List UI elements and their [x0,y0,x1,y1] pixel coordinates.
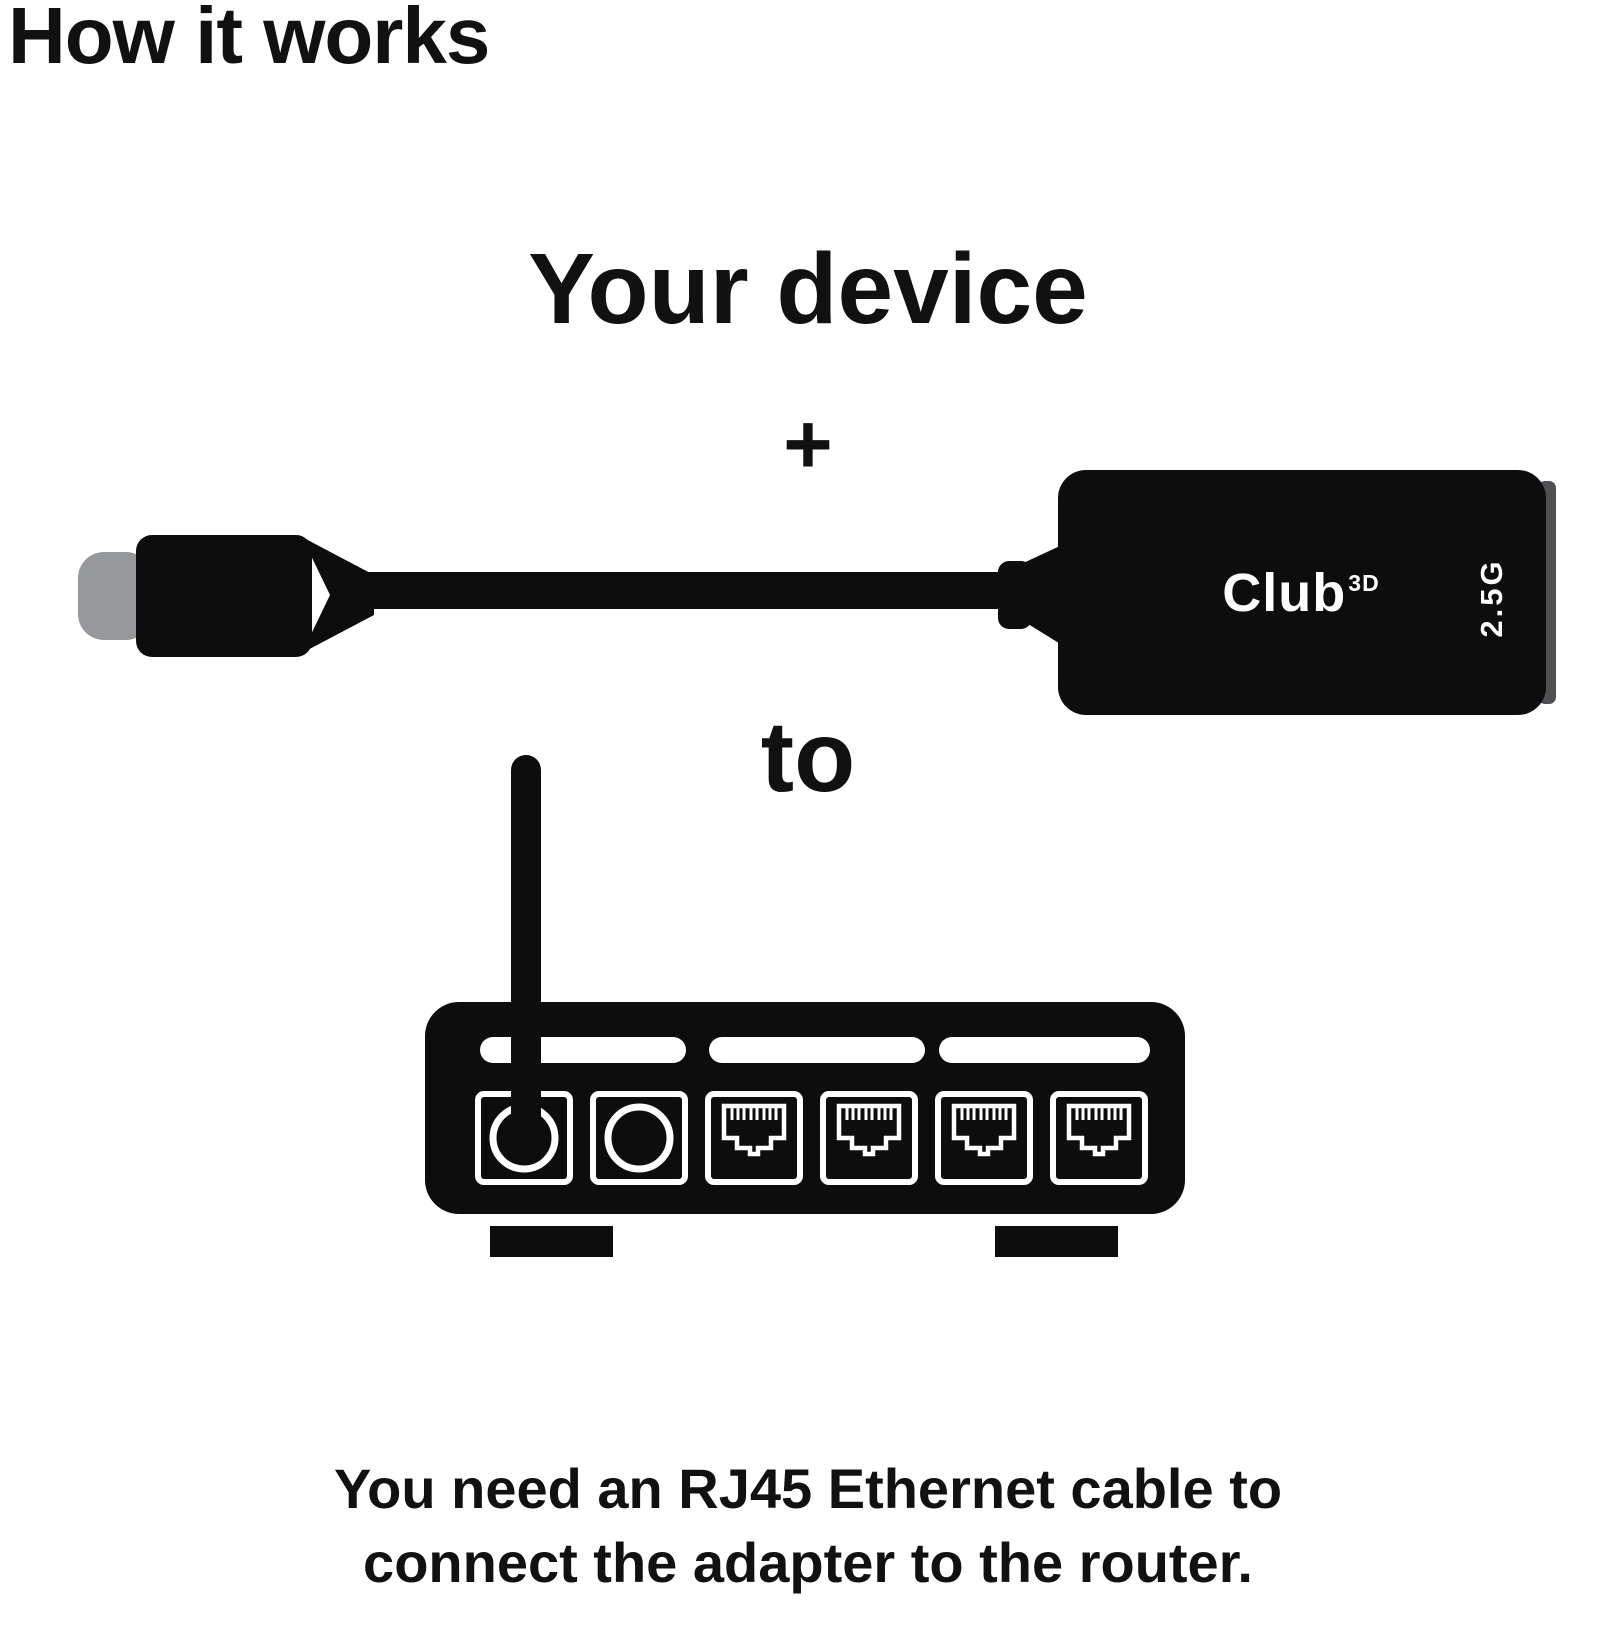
vent-slots [480,1037,1150,1063]
usb-c-plug-icon [78,535,374,657]
antenna-icon [511,755,541,1165]
router-illustration [425,755,1185,1257]
cable-icon [360,572,1020,609]
caption-line-2: connect the adapter to the router. [363,1530,1253,1594]
rj45-port-icon [935,1091,1033,1185]
brand-superscript: 3D [1348,570,1380,596]
speed-label: 2.5G [1474,558,1509,638]
ethernet-adapter-icon [998,470,1556,715]
adapter-illustration [78,470,1556,715]
caption: You need an RJ45 Ethernet cable to conne… [0,1452,1616,1600]
rj45-port-icon [705,1091,803,1185]
rj45-port-icon [820,1091,918,1185]
rj45-port-icon [1050,1091,1148,1185]
round-port-icon [590,1091,688,1185]
club3d-logo: Club3D [1150,566,1450,620]
to-label: to [760,701,856,813]
plus-sign: + [783,397,833,492]
page-title: How it works [8,0,490,80]
brand-text: Club [1222,563,1347,623]
caption-line-1: You need an RJ45 Ethernet cable to [333,1457,1283,1520]
device-label: Your device [528,233,1088,345]
adapter-body [1058,470,1546,715]
router-feet [490,1226,1118,1257]
